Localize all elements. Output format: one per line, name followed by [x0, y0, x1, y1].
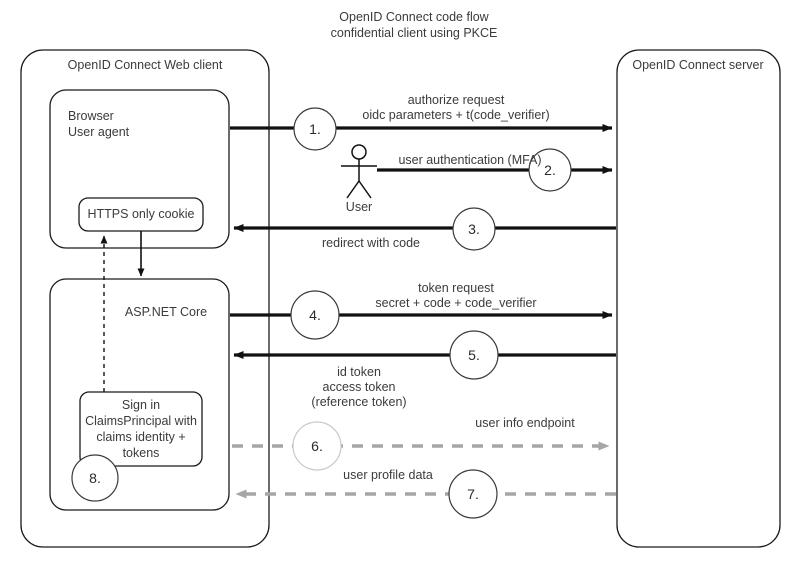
step-5-label-line3: (reference token) — [311, 395, 407, 409]
signin-label-line2: ClaimsPrincipal with — [85, 414, 197, 428]
step-4-circle — [290, 290, 340, 340]
server-container-label: OpenID Connect server — [632, 58, 764, 72]
step-5-label-line1: id token — [337, 365, 381, 379]
step-7-number: 7. — [467, 486, 479, 502]
step-8-circle — [71, 454, 119, 502]
step-8-number: 8. — [89, 470, 101, 486]
browser-label-line1: Browser — [68, 109, 114, 123]
step-3-number: 3. — [468, 221, 480, 237]
step-5-circle — [449, 330, 499, 380]
signin-label-line3: claims identity + — [96, 430, 186, 444]
step-1-circle — [293, 107, 337, 151]
step-2-circle — [528, 148, 572, 192]
step-4-label-line1: token request — [418, 281, 494, 295]
step-6-circle — [292, 421, 342, 471]
cookie-label: HTTPS only cookie — [87, 207, 195, 221]
step-1-label-line1: authorize request — [407, 93, 505, 107]
step-7-label: user profile data — [343, 468, 433, 482]
step-3-label: redirect with code — [322, 236, 420, 250]
signin-label-line4: tokens — [122, 446, 160, 460]
step-2-number: 2. — [544, 162, 556, 178]
step-6-label: user info endpoint — [475, 416, 575, 430]
signin-box — [79, 391, 203, 467]
actor-label: User — [345, 200, 373, 214]
step-1-number: 1. — [309, 121, 321, 137]
aspnet-label: ASP.NET Core — [124, 305, 208, 319]
step-5-label-line2: access token — [322, 380, 396, 394]
step-1-label-line2: oidc parameters + t(code_verifier) — [362, 108, 550, 122]
step-5-number: 5. — [468, 347, 480, 363]
diagram-title-line2: confidential client using PKCE — [330, 26, 498, 40]
step-7-circle — [448, 469, 498, 519]
step-4-number: 4. — [309, 307, 321, 323]
client-container-label: OpenID Connect Web client — [67, 58, 223, 72]
stick-figure-icon — [341, 144, 377, 199]
step-6-number: 6. — [311, 438, 323, 454]
signin-label-line1: Sign in — [121, 398, 161, 412]
server-container-box — [616, 49, 781, 548]
step-4-label-line2: secret + code + code_verifier — [375, 296, 537, 310]
step-3-circle — [452, 207, 496, 251]
step-2-label: user authentication (MFA) — [398, 153, 542, 167]
browser-label-line2: User agent — [68, 125, 130, 139]
diagram-title-line1: OpenID Connect code flow — [339, 10, 489, 24]
